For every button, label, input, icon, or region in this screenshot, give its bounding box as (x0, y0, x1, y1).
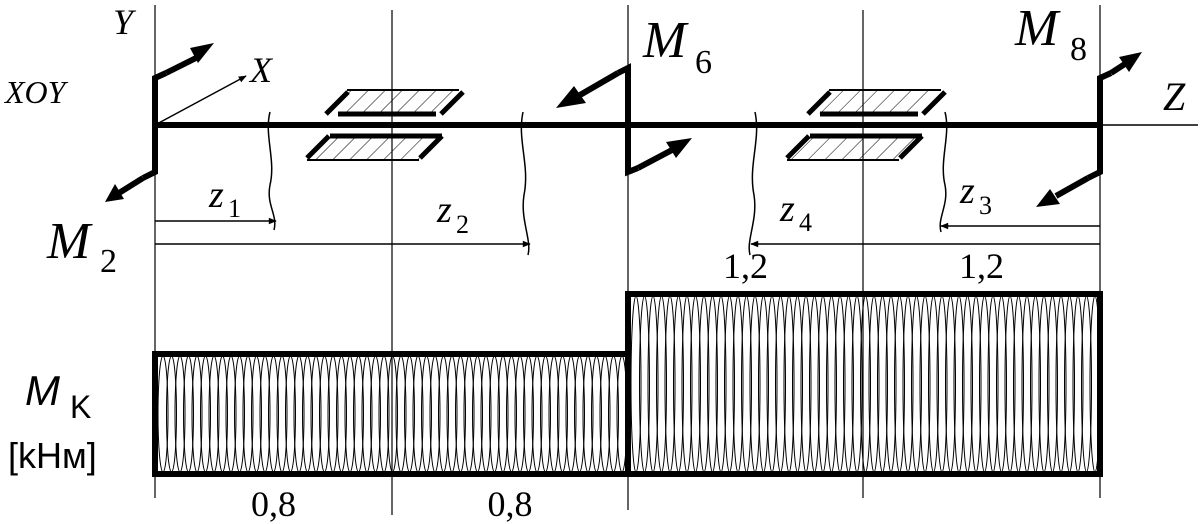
svg-text:2: 2 (456, 210, 469, 239)
section-cut-z1 (267, 111, 276, 231)
bearing-2 (785, 89, 947, 161)
section-arrows (155, 217, 1100, 248)
svg-text:8: 8 (1070, 31, 1087, 68)
segment-value-labels: 0,8 0,8 1,2 1,2 (251, 246, 1004, 524)
torque-unit-label: [kHм] (8, 435, 97, 476)
couple-m6 (556, 63, 692, 177)
svg-text:2: 2 (100, 243, 117, 280)
svg-text:z: z (779, 188, 795, 230)
torque-diagram (152, 291, 1103, 477)
moment-label-m2: M 2 (46, 213, 117, 280)
svg-text:K: K (70, 389, 91, 425)
segment-value-label: 1,2 (959, 246, 1004, 286)
bearing-1 (305, 89, 465, 161)
svg-text:4: 4 (799, 208, 812, 237)
y-axis-label: Y (113, 2, 137, 42)
section-label-z1: z 1 (208, 174, 241, 223)
svg-text:3: 3 (979, 191, 992, 220)
torque-segment-box (625, 291, 1103, 477)
svg-text:z: z (436, 189, 452, 231)
svg-text:M: M (1014, 0, 1061, 57)
z-axis-label: Z (1163, 74, 1186, 119)
svg-text:M: M (642, 12, 689, 69)
section-label-z3: z 3 (959, 170, 992, 220)
plane-label: XOY (3, 74, 69, 110)
svg-text:z: z (208, 174, 224, 216)
segment-value-label: 1,2 (723, 246, 768, 286)
svg-text:M: M (25, 367, 60, 414)
svg-text:1: 1 (228, 194, 241, 223)
svg-text:6: 6 (695, 44, 712, 81)
section-label-z4: z 4 (779, 188, 812, 237)
svg-text:M: M (46, 213, 93, 270)
segment-value-label: 0,8 (251, 484, 296, 524)
moment-label-m6: M 6 (642, 12, 712, 81)
section-cuts (267, 111, 948, 256)
x-axis-line (154, 75, 247, 126)
section-cut-z3 (939, 111, 948, 233)
svg-text:z: z (959, 170, 975, 212)
torque-diagram-title: M K (25, 367, 91, 425)
x-axis-label: X (248, 50, 274, 90)
moment-label-m8: M 8 (1014, 0, 1087, 68)
couple-m2 (105, 43, 214, 202)
segment-value-label: 0,8 (488, 484, 533, 524)
couple-m8 (1036, 52, 1142, 207)
section-label-z2: z 2 (436, 189, 469, 239)
section-cut-z4 (748, 111, 758, 256)
section-cut-z2 (520, 111, 530, 256)
